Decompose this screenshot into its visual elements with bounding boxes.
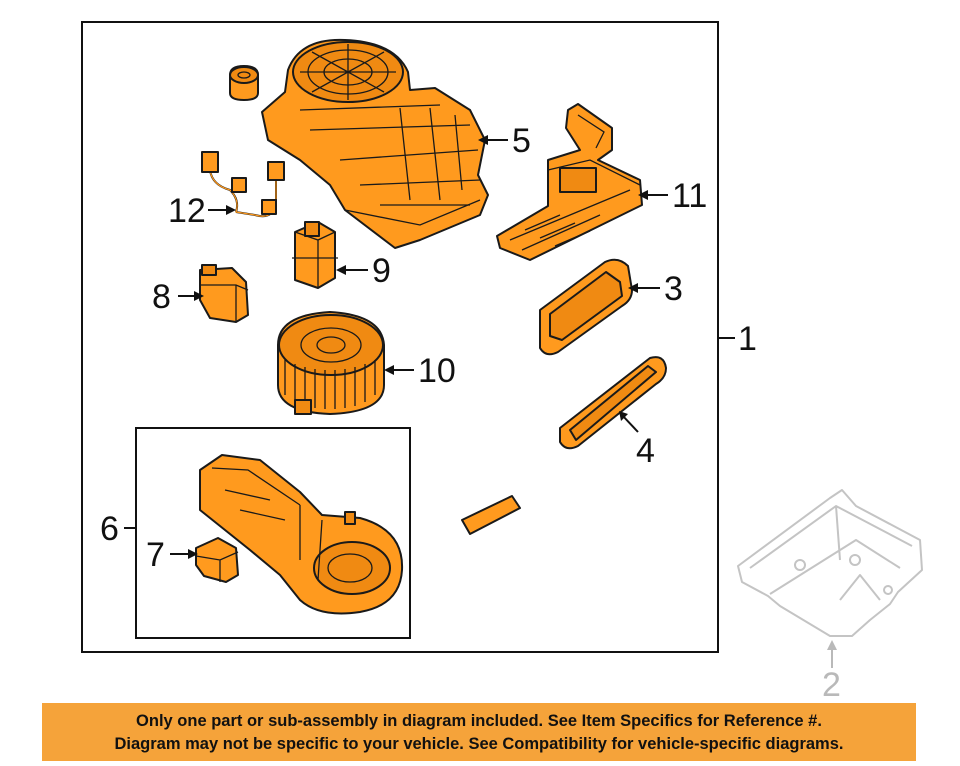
callout-9: 9 (372, 252, 391, 290)
leader-3-arrow (628, 283, 638, 293)
duct-tray-part-11 (496, 103, 643, 261)
wire-harness-part-12 (201, 151, 285, 218)
leader-4 (621, 414, 639, 433)
subassembly-frame (135, 427, 411, 639)
parts-diagram: 5 11 3 1 4 12 9 8 10 6 7 2 (81, 21, 923, 700)
blower-motor-part-10 (277, 311, 385, 415)
callout-3: 3 (664, 270, 683, 308)
leader-7-arrow (188, 549, 198, 559)
leader-8-arrow (194, 291, 204, 301)
disclaimer-banner: Only one part or sub-assembly in diagram… (42, 703, 916, 761)
leader-11-arrow (638, 190, 648, 200)
filter-frame-part-3 (539, 258, 633, 356)
callout-1: 1 (738, 320, 757, 358)
leader-12-arrow (226, 205, 236, 215)
blower-resistor-part-9 (292, 221, 338, 289)
seal-gasket-part-4 (559, 356, 667, 450)
mounting-bracket-part-2 (737, 489, 923, 637)
leader-4-arrow (619, 411, 628, 421)
control-module-part-8 (199, 264, 249, 323)
disclaimer-line-2: Diagram may not be specific to your vehi… (114, 735, 844, 753)
callout-10: 10 (418, 352, 456, 390)
callout-5: 5 (512, 122, 531, 160)
disclaimer-line-1: Only one part or sub-assembly in diagram… (136, 712, 822, 730)
blower-subassembly-part-6 (199, 454, 404, 615)
leader-9-arrow (336, 265, 346, 275)
callout-8: 8 (152, 278, 171, 316)
grommet-part (229, 65, 259, 101)
leader-2-arrow (827, 640, 837, 650)
callout-6: 6 (100, 510, 119, 548)
callout-11: 11 (672, 177, 707, 215)
foam-strip-part (461, 495, 521, 535)
callout-12: 12 (168, 192, 206, 230)
callout-2: 2 (822, 666, 841, 700)
actuator-part-7 (195, 537, 239, 583)
leader-5-arrow (478, 135, 488, 145)
callout-7: 7 (146, 536, 165, 574)
callout-4: 4 (636, 432, 655, 470)
leader-10-arrow (384, 365, 394, 375)
leader-lines (124, 135, 837, 668)
blower-housing-part-5 (261, 38, 489, 249)
